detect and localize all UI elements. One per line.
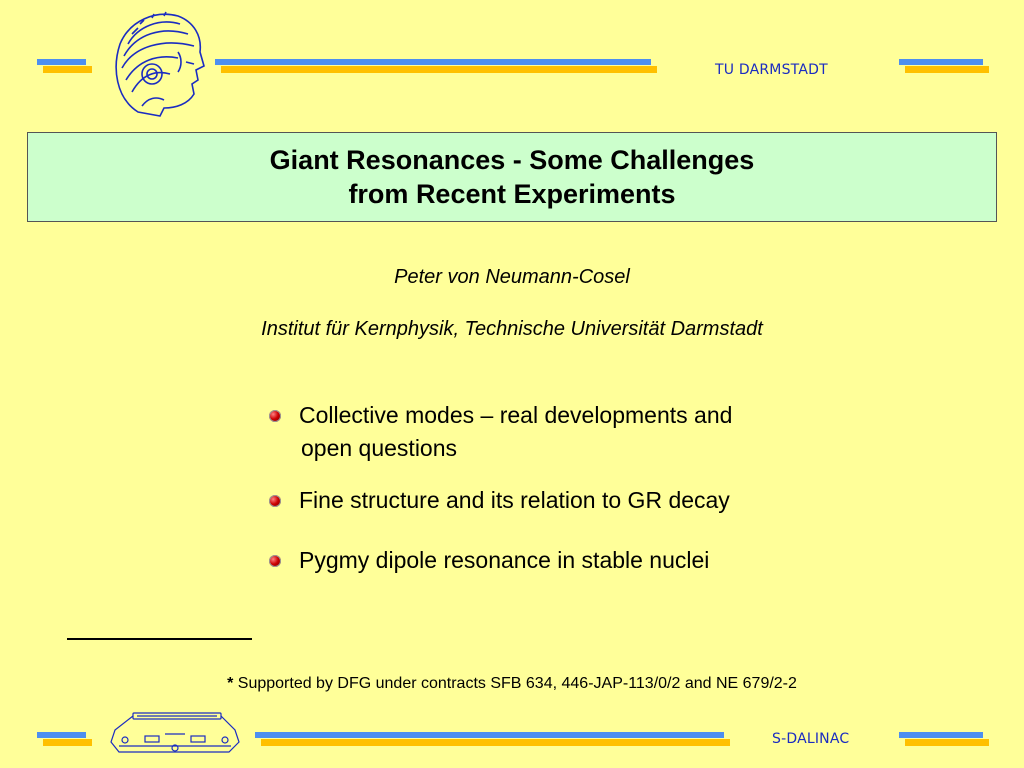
facility-label: S-DALINAC <box>772 731 850 747</box>
bullet-item-3-line1: Pygmy dipole resonance in stable nuclei <box>299 547 710 573</box>
footer-bar-middle <box>255 732 730 746</box>
red-sphere-bullet-icon <box>269 495 281 507</box>
author-affiliation: Institut für Kernphysik, Technische Univ… <box>261 318 763 340</box>
header-bar-left <box>37 59 92 73</box>
red-sphere-bullet-icon <box>269 555 281 567</box>
footer-bar-left <box>37 732 92 746</box>
footer-bar-right <box>899 732 989 746</box>
title-line-2: from Recent Experiments <box>348 179 676 209</box>
bullet-item-2: Fine structure and its relation to GR de… <box>269 484 730 517</box>
bullet-item-1-line1: Collective modes – real developments and <box>299 402 733 428</box>
accelerator-layout-icon <box>105 710 245 758</box>
footnote-rule <box>67 638 252 640</box>
bullet-item-1-line2: open questions <box>301 435 458 461</box>
title-line-1: Giant Resonances - Some Challenges <box>269 145 755 175</box>
athena-head-logo-icon <box>108 8 208 120</box>
footnote: * Supported by DFG under contracts SFB 6… <box>0 675 1024 693</box>
bullet-item-1: Collective modes – real developments and… <box>269 399 733 465</box>
header-bar-middle <box>215 59 657 73</box>
footnote-marker: * <box>227 675 234 692</box>
institution-label: TU DARMSTADT <box>715 62 828 78</box>
header-bar-right <box>899 59 989 73</box>
title-box: Giant Resonances - Some Challenges from … <box>27 132 997 222</box>
bullet-item-2-line1: Fine structure and its relation to GR de… <box>299 487 730 513</box>
author-name: Peter von Neumann-Cosel <box>394 266 630 288</box>
footnote-text: Supported by DFG under contracts SFB 634… <box>233 675 797 692</box>
bullet-item-3: Pygmy dipole resonance in stable nuclei <box>269 544 710 577</box>
red-sphere-bullet-icon <box>269 410 281 422</box>
